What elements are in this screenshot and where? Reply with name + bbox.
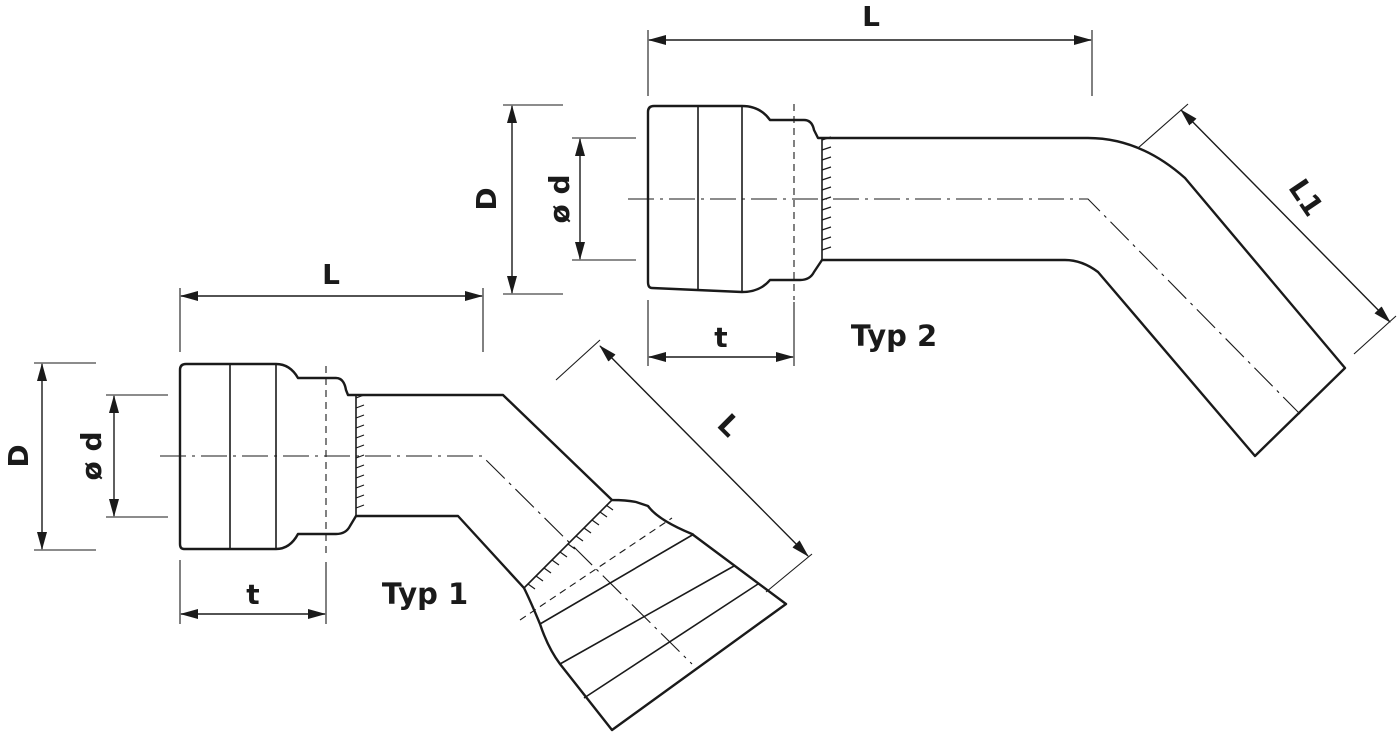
typ1-label-D: D	[2, 444, 35, 467]
typ2-L1-ext-top	[1137, 103, 1189, 149]
typ1-Lang-ext-top	[555, 339, 601, 381]
typ2-label-t: t	[714, 321, 727, 354]
typ1-title: Typ 1	[382, 577, 468, 611]
typ1-label-L-angled: L	[711, 407, 747, 443]
typ2-label-d: ø d	[543, 174, 576, 223]
typ1-angled-ring-line-2	[583, 583, 759, 699]
typ1-weld-hatch-left	[355, 394, 365, 509]
typ1-angled-insert-line	[519, 517, 673, 621]
typ1-label-t: t	[246, 578, 259, 611]
typ2-socket-outline	[646, 104, 1347, 458]
typ2-dimensions	[503, 30, 1397, 366]
typ1-fitting	[160, 362, 788, 732]
typ1-Lang-dimline	[599, 345, 809, 557]
typ1-label-L: L	[322, 258, 340, 291]
typ1-angled-socket-shoulder	[539, 533, 695, 625]
typ1-outline	[178, 362, 788, 732]
typ2-labels: L D ø d t L1 Typ 2	[470, 0, 1330, 354]
typ2-label-D: D	[470, 187, 503, 210]
typ2-centerline	[628, 198, 1301, 415]
typ2-label-L1: L1	[1282, 173, 1330, 222]
typ2-title: Typ 2	[851, 319, 937, 353]
typ2-label-L: L	[862, 0, 880, 33]
typ1-label-d: ø d	[75, 431, 108, 480]
typ2-weld-hatch	[821, 136, 832, 251]
typ1-weld-hatch-angled	[527, 504, 614, 590]
typ2-fitting	[628, 104, 1347, 458]
typ1-centerline	[160, 455, 693, 665]
typ1-dimensions	[34, 288, 813, 624]
typ1-Lang-ext-bottom	[765, 553, 813, 593]
typ1-angled-ring-line-1	[559, 565, 735, 665]
typ2-L1-dimline	[1180, 109, 1391, 323]
